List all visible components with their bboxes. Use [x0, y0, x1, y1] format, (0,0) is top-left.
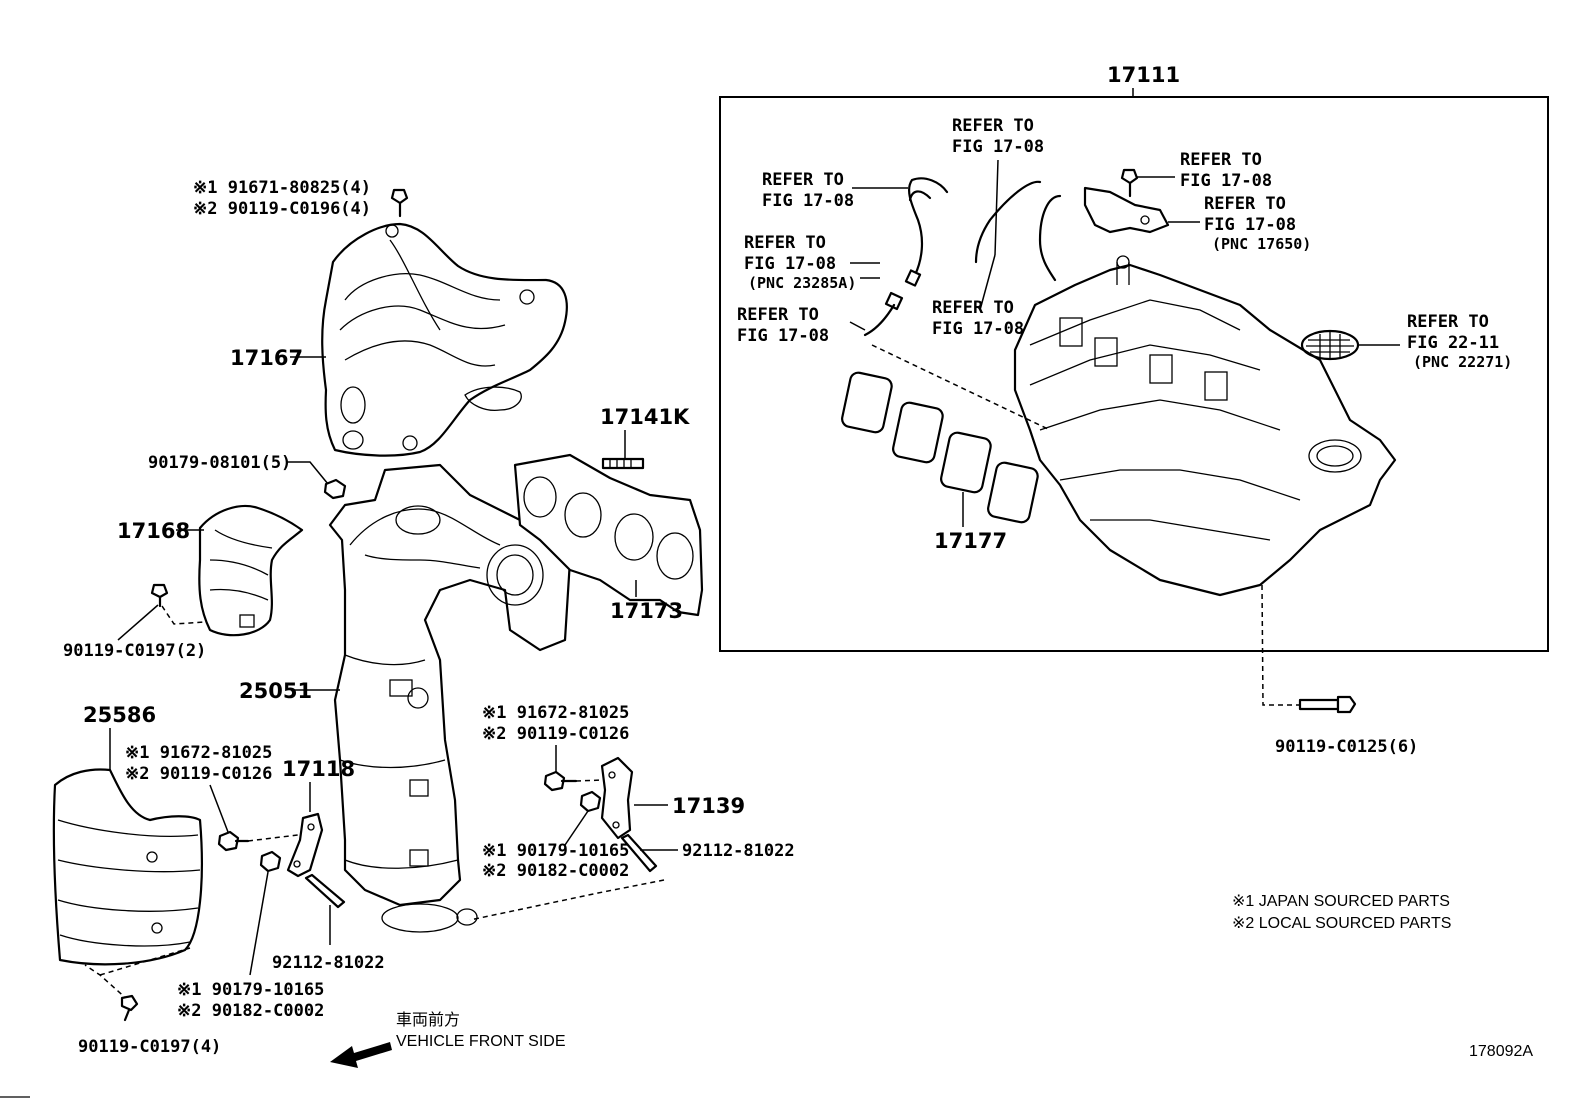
heat-insulator-17167[interactable] [321, 222, 568, 457]
label-90179-10165-b[interactable]: ※1 90179-10165 [177, 980, 324, 1000]
label-17177[interactable]: 17177 [934, 529, 1007, 553]
gasket-17173[interactable] [513, 453, 704, 617]
label-90119-C0196[interactable]: ※2 90119-C0196(4) [193, 199, 371, 219]
ref-8-c[interactable]: (PNC 22271) [1413, 353, 1512, 371]
throttle-gasket-22271[interactable] [1300, 329, 1360, 361]
bolt-17139-icon[interactable] [543, 770, 578, 792]
label-92112-81022-left[interactable]: 92112-81022 [272, 953, 385, 973]
ref-2-b[interactable]: FIG 17-08 [952, 137, 1044, 157]
label-91672-81025-b[interactable]: ※1 91672-81025 [482, 703, 629, 723]
bolt-intake-icon[interactable] [1298, 695, 1357, 714]
label-17141K[interactable]: 17141K [600, 405, 690, 429]
front-side-en: VEHICLE FRONT SIDE [396, 1033, 566, 1050]
label-91672-81025-a[interactable]: ※1 91672-81025 [125, 743, 272, 763]
screw-top-right-icon[interactable] [1120, 168, 1139, 198]
intake-group-box [719, 96, 1549, 652]
label-90119-C0125[interactable]: 90119-C0125(6) [1275, 737, 1418, 757]
label-17167[interactable]: 17167 [230, 346, 303, 370]
label-92112-81022-right[interactable]: 92112-81022 [682, 841, 795, 861]
label-91671-80825[interactable]: ※1 91671-80825(4) [193, 178, 371, 198]
bolt-17118-left-icon[interactable] [217, 830, 250, 852]
label-17173[interactable]: 17173 [610, 599, 683, 623]
heat-insulator-25586[interactable] [52, 768, 203, 966]
ref-4-c[interactable]: (PNC 17650) [1212, 235, 1311, 253]
ref-1-b[interactable]: FIG 17-08 [762, 191, 854, 211]
ref-4-a[interactable]: REFER TO [1204, 194, 1286, 214]
label-90119-C0197-2[interactable]: 90119-C0197(2) [63, 641, 206, 661]
label-90179-10165-a[interactable]: ※1 90179-10165 [482, 841, 629, 861]
bolt-top-icon[interactable] [390, 188, 409, 218]
hoses[interactable] [863, 177, 1062, 337]
exhaust-manifold-converter-25051[interactable] [328, 463, 572, 933]
note-japan-sourced: ※1 JAPAN SOURCED PARTS [1232, 893, 1450, 910]
ref-5-b[interactable]: FIG 17-08 [744, 254, 836, 274]
label-90119-C0126-a[interactable]: ※2 90119-C0126 [125, 764, 272, 784]
bracket-17118[interactable] [286, 812, 324, 878]
heat-insulator-17168[interactable] [198, 504, 304, 637]
ref-1-a[interactable]: REFER TO [762, 170, 844, 190]
label-90119-C0197-4[interactable]: 90119-C0197(4) [78, 1037, 221, 1057]
label-90119-C0126-b[interactable]: ※2 90119-C0126 [482, 724, 629, 744]
sensor-bracket-icon[interactable] [1083, 186, 1170, 234]
ref-8-b[interactable]: FIG 22-11 [1407, 333, 1499, 353]
bracket-17139[interactable] [600, 756, 634, 840]
label-25051[interactable]: 25051 [239, 679, 312, 703]
ref-7-b[interactable]: FIG 17-08 [932, 319, 1024, 339]
group-label-17111[interactable]: 17111 [1107, 63, 1180, 87]
nut-right-icon[interactable] [579, 790, 602, 813]
stud-left-icon[interactable] [304, 873, 346, 909]
ref-2-a[interactable]: REFER TO [952, 116, 1034, 136]
ref-7-a[interactable]: REFER TO [932, 298, 1014, 318]
front-side-jp: 車両前方 [396, 1011, 460, 1029]
bolt-17168-icon[interactable] [150, 583, 169, 608]
nut-left-icon[interactable] [259, 850, 282, 873]
label-17118[interactable]: 17118 [282, 757, 355, 781]
label-25586[interactable]: 25586 [83, 703, 156, 727]
ref-6-b[interactable]: FIG 17-08 [737, 326, 829, 346]
ref-3-a[interactable]: REFER TO [1180, 150, 1262, 170]
note-local-sourced: ※2 LOCAL SOURCED PARTS [1232, 915, 1451, 932]
nut-icon[interactable] [323, 478, 347, 500]
ref-8-a[interactable]: REFER TO [1407, 312, 1489, 332]
intake-manifold[interactable] [1013, 255, 1397, 597]
label-90182-C0002-b[interactable]: ※2 90182-C0002 [177, 1001, 324, 1021]
ref-4-b[interactable]: FIG 17-08 [1204, 215, 1296, 235]
stud-17141K[interactable] [601, 457, 645, 470]
ref-6-a[interactable]: REFER TO [737, 305, 819, 325]
diagram-code: 178092A [1469, 1043, 1533, 1060]
ref-5-a[interactable]: REFER TO [744, 233, 826, 253]
stud-right-icon[interactable] [620, 833, 658, 873]
intake-gasket-17177[interactable] [841, 371, 1040, 524]
front-arrow-icon [330, 1042, 392, 1068]
label-17139[interactable]: 17139 [672, 794, 745, 818]
label-90179-08101[interactable]: 90179-08101(5) [148, 453, 291, 473]
ref-3-b[interactable]: FIG 17-08 [1180, 171, 1272, 191]
bolt-25586-icon[interactable] [120, 994, 139, 1022]
label-17168[interactable]: 17168 [117, 519, 190, 543]
ref-5-c[interactable]: (PNC 23285A) [748, 274, 856, 292]
label-90182-C0002-a[interactable]: ※2 90182-C0002 [482, 861, 629, 881]
